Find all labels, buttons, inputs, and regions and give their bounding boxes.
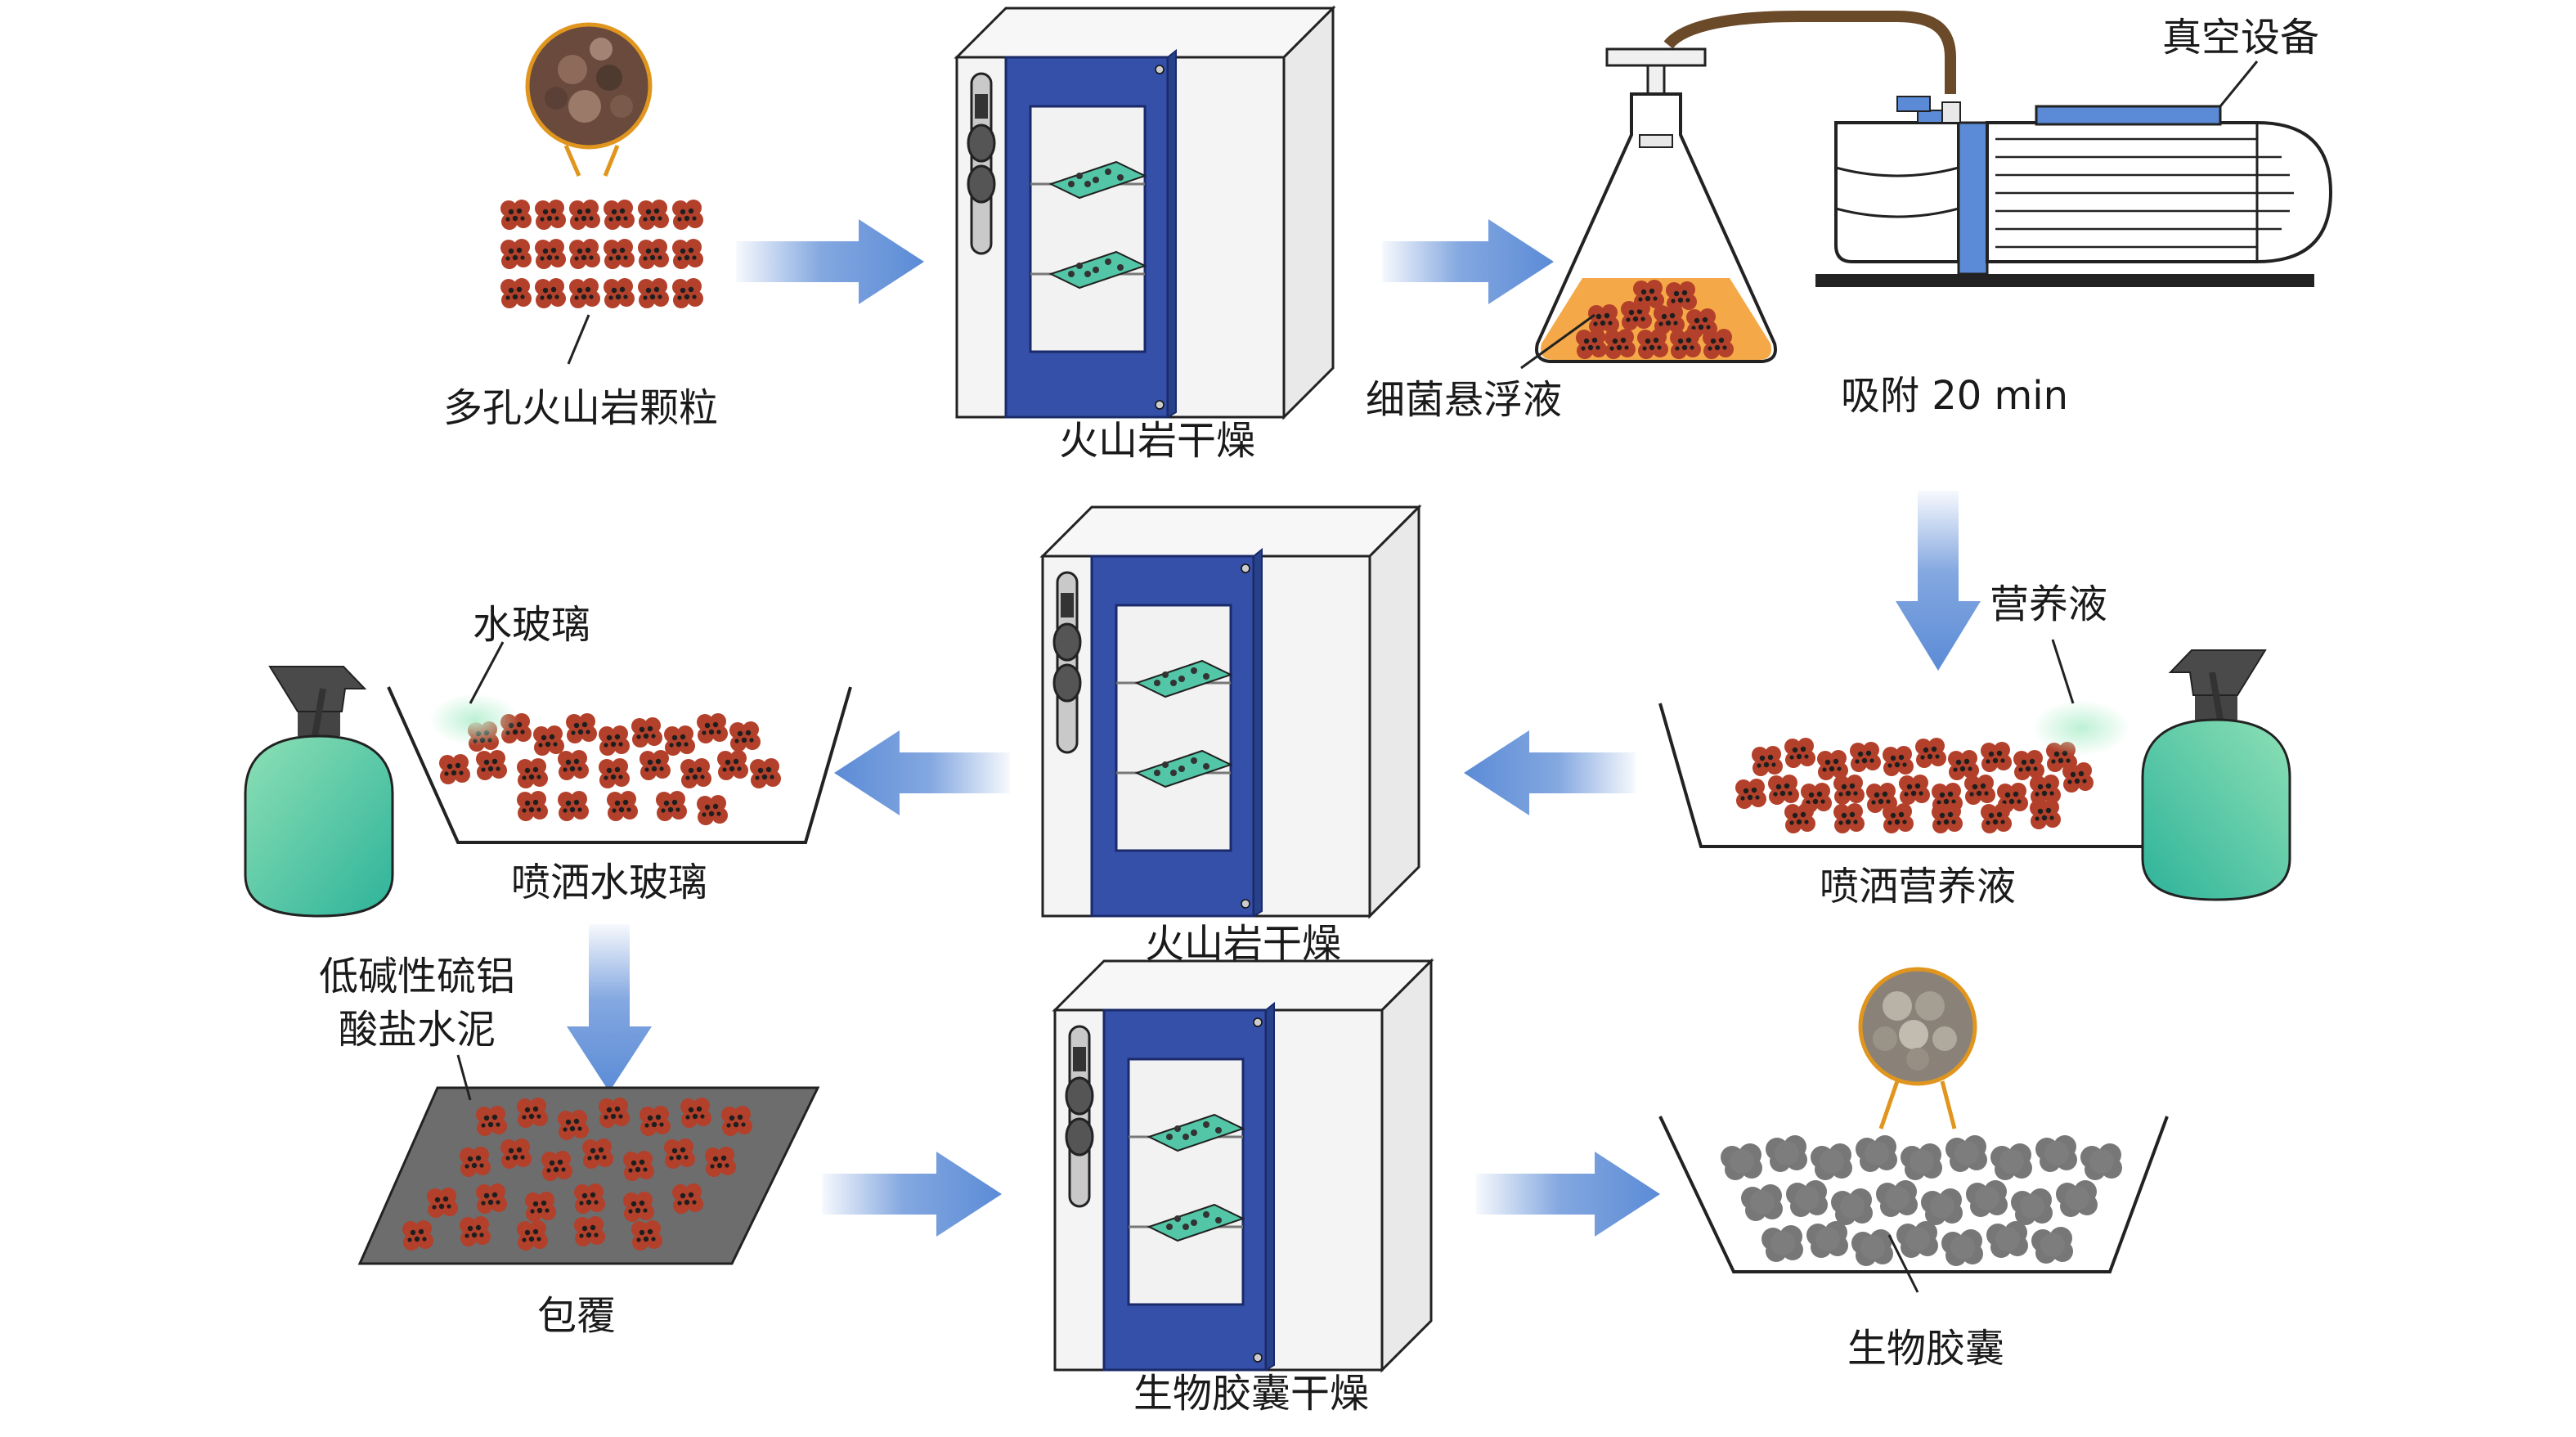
porous-particle-grid [500,22,703,365]
tray-icon [387,686,852,844]
spray-bottle-icon [2143,650,2290,900]
oven-icon [955,7,1335,419]
flask-icon [1520,10,1956,370]
spray-bottle-icon [245,667,393,916]
label-spray-nutrient: 喷洒营养液 [1820,864,2016,909]
label-adsorb-time: 吸附 20 min [1841,373,2068,419]
volcanic-rock-closeup-icon [525,22,653,150]
arrow-left [834,730,1010,815]
arrow-down [1896,491,1981,671]
label-dry-volcanic-1: 火山岩干燥 [1059,418,1255,464]
label-porous-particles: 多孔火山岩颗粒 [443,385,718,431]
label-vacuum-device: 真空设备 [2162,15,2319,61]
arrow-down [567,924,652,1092]
tray-icon [1658,967,2169,1293]
label-spray-water-glass: 喷洒水玻璃 [511,860,707,905]
cement-plate [357,1054,820,1265]
label-water-glass: 水玻璃 [473,602,590,648]
arrow-right [822,1152,1002,1237]
arrow-left [1464,730,1636,815]
oven-icon [1053,959,1433,1372]
label-coating: 包覆 [537,1293,616,1339]
label-nutrient-solution: 营养液 [1990,582,2107,627]
arrow-right [1476,1152,1660,1237]
label-bacteria-suspension: 细菌悬浮液 [1366,377,1562,423]
label-cement-line2: 酸盐水泥 [339,1007,496,1053]
arrow-right [1382,219,1554,304]
label-bio-capsule: 生物胶囊 [1847,1326,2004,1372]
label-dry-volcanic-2: 火山岩干燥 [1145,921,1341,967]
label-dry-capsule: 生物胶囊干燥 [1133,1371,1369,1417]
label-cement-line1: 低碱性硫铝 [319,954,515,999]
oven-icon [1041,505,1420,918]
vacuum-pump-icon [1815,61,2333,287]
arrow-right [736,219,924,304]
